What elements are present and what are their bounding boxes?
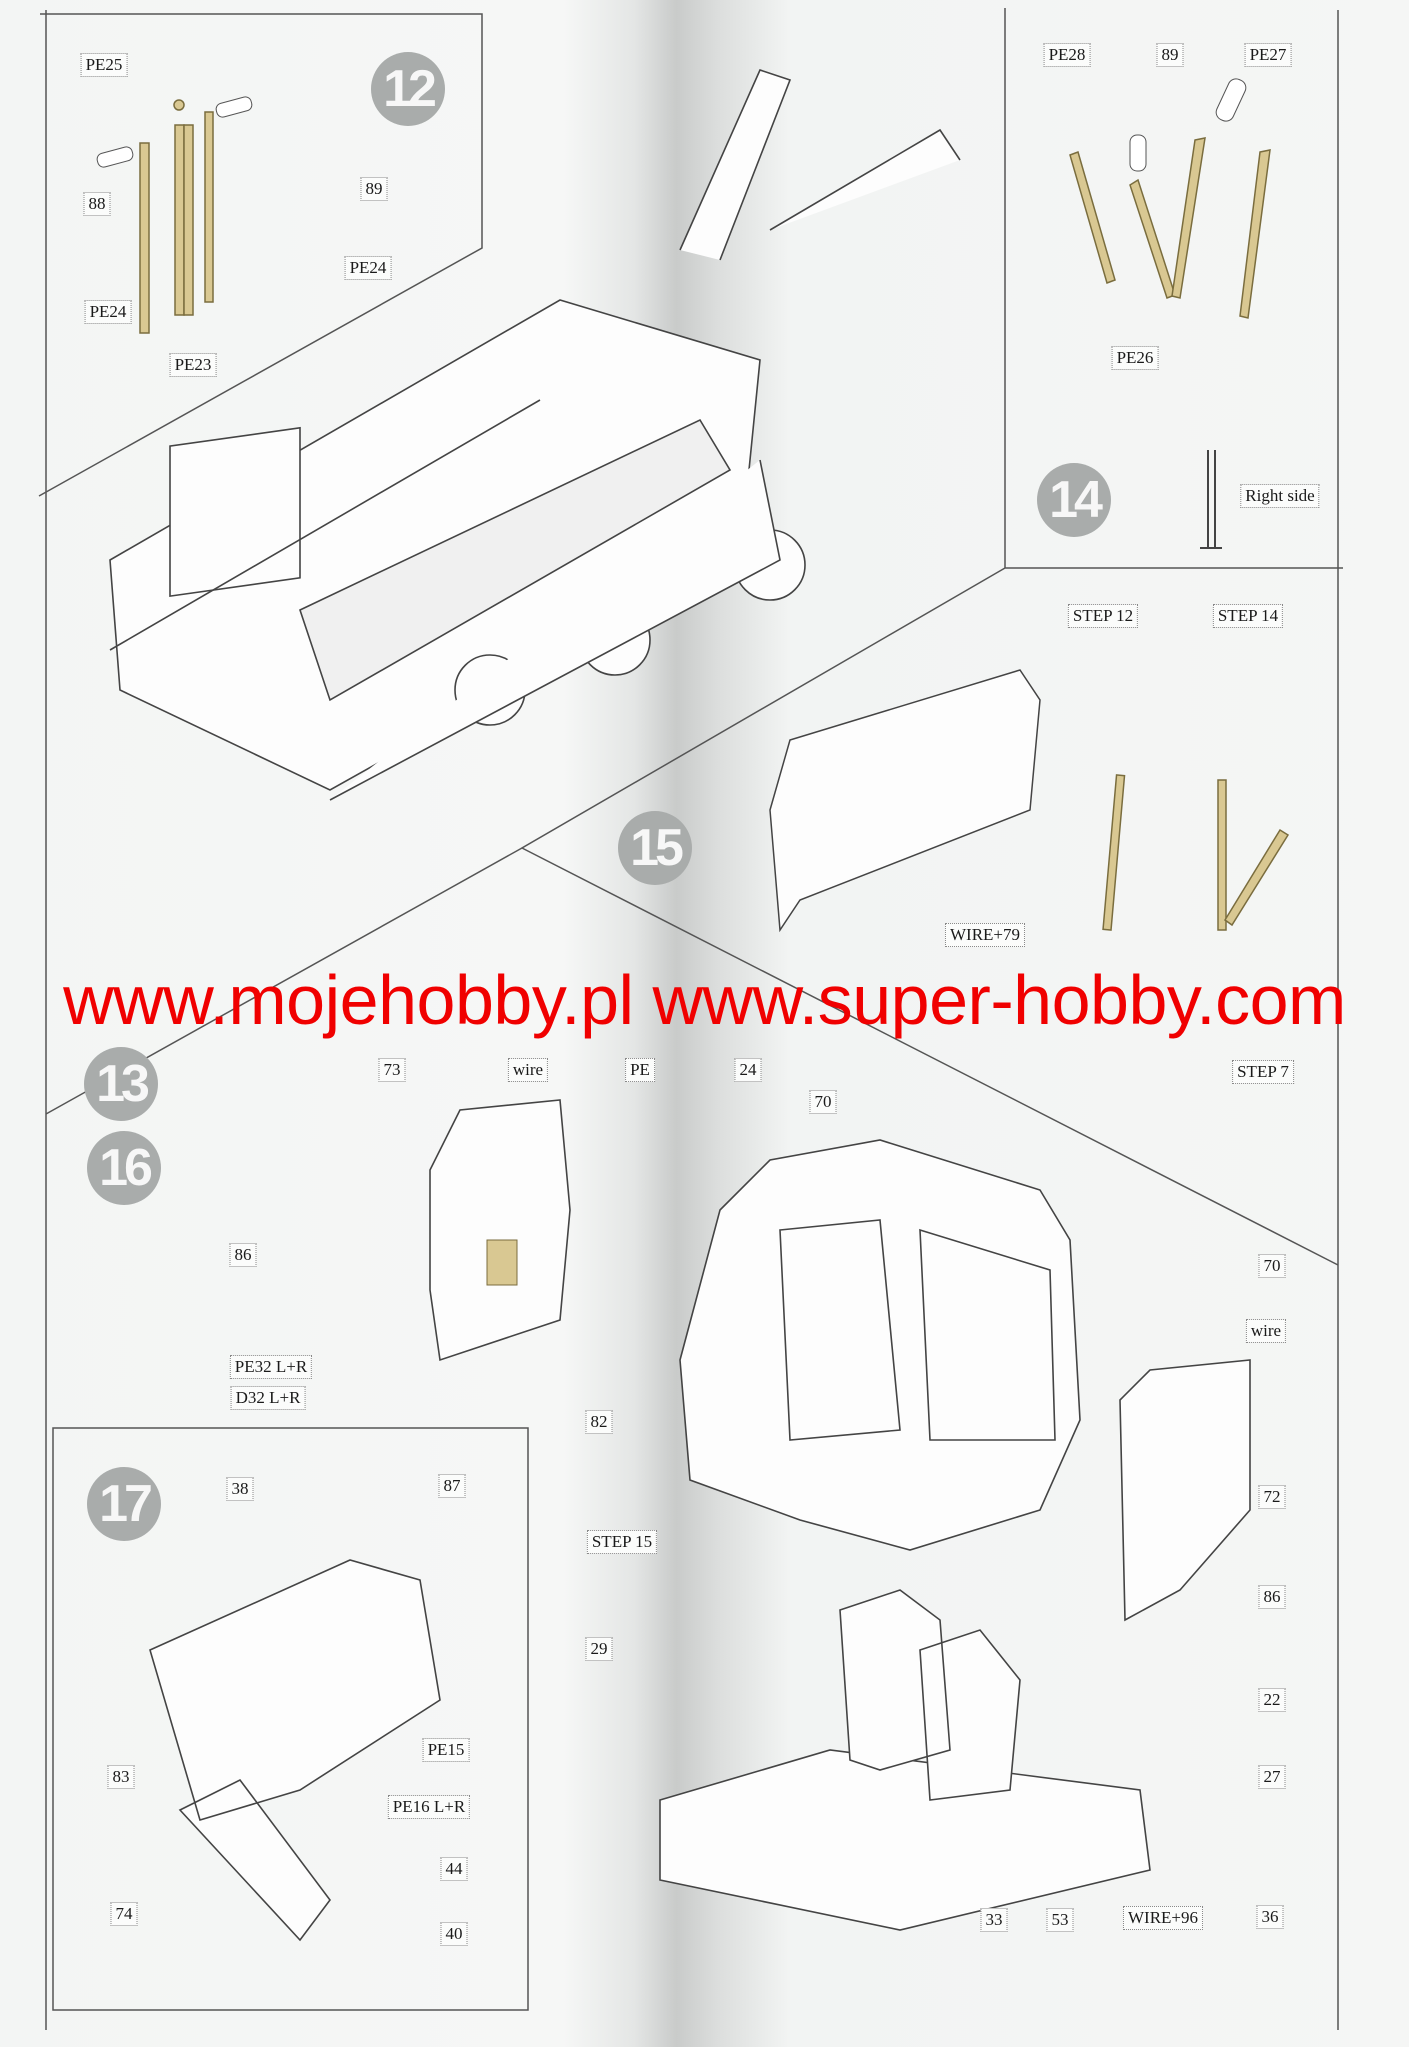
- part-label: PE26: [1111, 346, 1159, 370]
- part-label: 36: [1256, 1905, 1284, 1929]
- part-label: PE24: [84, 300, 132, 324]
- part-label: 22: [1258, 1688, 1286, 1712]
- pe32-plate: [486, 1239, 518, 1286]
- step-13-badge: 13: [84, 1047, 158, 1121]
- step-reference: STEP 12: [1067, 604, 1139, 628]
- step-12-badge: 12: [371, 52, 445, 126]
- pe-rods-step12: [139, 99, 214, 334]
- part-label: PE: [625, 1058, 655, 1082]
- pe-levers-step14: [1069, 137, 1271, 319]
- part-label: 88: [83, 192, 111, 216]
- step-reference: STEP 7: [1232, 1060, 1294, 1084]
- door-left: [429, 1099, 571, 1362]
- dashboard-drawing: [769, 669, 1041, 933]
- part-label: 33: [980, 1908, 1008, 1932]
- part-label: 70: [809, 1090, 837, 1114]
- part-label: 74: [110, 1902, 138, 1926]
- part-label: PE24: [344, 256, 392, 280]
- step-reference: STEP 15: [586, 1530, 658, 1554]
- step-17-badge: 17: [87, 1467, 161, 1541]
- part-label: PE32 L+R: [229, 1355, 313, 1379]
- part-label: 87: [438, 1474, 466, 1498]
- part-label: 86: [1258, 1585, 1286, 1609]
- part-label: PE16 L+R: [387, 1795, 471, 1819]
- step17-frame: [52, 1427, 529, 2011]
- part-label: PE25: [80, 53, 128, 77]
- part-label: 29: [585, 1637, 613, 1661]
- step-15-badge: 15: [618, 811, 692, 885]
- right-side-note: Right side: [1240, 484, 1320, 508]
- part-label: 89: [1156, 43, 1184, 67]
- part-label: 38: [226, 1477, 254, 1501]
- door-right: [1119, 1359, 1251, 1622]
- step-16-badge: 16: [87, 1131, 161, 1205]
- tractor-drawing: [109, 69, 961, 801]
- part-label: 24: [734, 1058, 762, 1082]
- part-label: 44: [440, 1857, 468, 1881]
- part-label: 89: [360, 177, 388, 201]
- right-side-lever: [1200, 450, 1222, 549]
- part-label: PE23: [169, 353, 217, 377]
- part-label: PE28: [1043, 43, 1091, 67]
- part-label: wire: [1245, 1319, 1287, 1343]
- cab-drawing: [149, 1099, 1251, 1942]
- part-label: WIRE+79: [944, 923, 1026, 947]
- part-label: 27: [1258, 1765, 1286, 1789]
- part-label: 82: [585, 1410, 613, 1434]
- watermark-text: www.mojehobby.pl www.super-hobby.com: [63, 961, 1346, 1039]
- part-label: 40: [440, 1922, 468, 1946]
- heater-drawing: [149, 1559, 441, 1942]
- part-label: PE27: [1244, 43, 1292, 67]
- step-reference: STEP 14: [1212, 604, 1284, 628]
- cab-floor: [659, 1749, 1151, 1931]
- levers-step15: [1102, 774, 1290, 931]
- part-label: WIRE+96: [1122, 1906, 1204, 1930]
- part-label: 53: [1046, 1908, 1074, 1932]
- part-label: 73: [378, 1058, 406, 1082]
- part-label: 83: [107, 1765, 135, 1789]
- part-label: 72: [1258, 1485, 1286, 1509]
- part-label: 70: [1258, 1254, 1286, 1278]
- seats: [839, 1589, 1021, 1801]
- part-label: 86: [229, 1243, 257, 1267]
- step-14-badge: 14: [1037, 463, 1111, 537]
- part-label: wire: [507, 1058, 549, 1082]
- part-label: PE15: [422, 1738, 470, 1762]
- part-label: D32 L+R: [230, 1386, 306, 1410]
- step12-frame: [38, 13, 483, 497]
